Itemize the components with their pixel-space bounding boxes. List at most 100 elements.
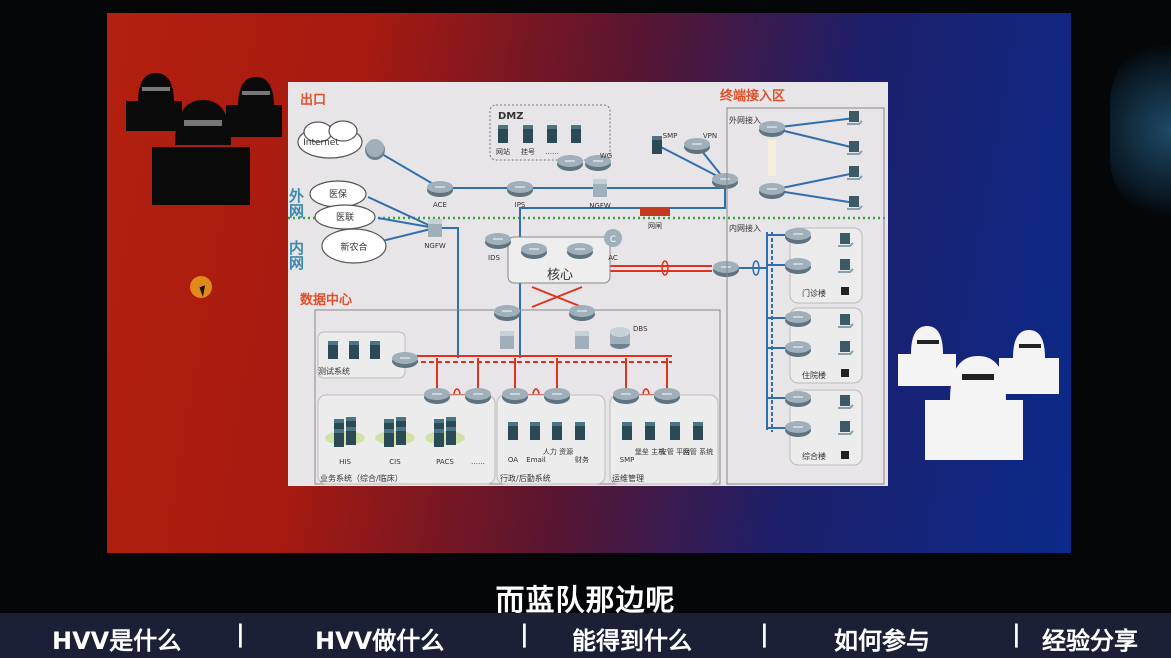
server-icon xyxy=(523,125,533,143)
building-label: 综合楼 xyxy=(802,451,826,461)
hacker-icon xyxy=(898,326,956,386)
ngfw-label: NGFW xyxy=(589,202,611,210)
chapter-what-you-gain[interactable]: 能得到什么 xyxy=(572,627,692,655)
access-switch-icon xyxy=(784,310,812,328)
access-switch-icon xyxy=(758,120,786,138)
network-diagram: 出口 终端接入区 数据中心 外网 内网 Internet 医保 医联 新农合 D… xyxy=(288,82,888,486)
admin-item: 人力 资源 xyxy=(543,447,573,456)
cloud-icon xyxy=(321,228,387,264)
blue-links xyxy=(367,117,856,432)
red-team-hackers-icon xyxy=(126,73,282,205)
distribution-switch-icon xyxy=(493,304,521,322)
hacker-icon xyxy=(999,330,1059,394)
access-switch-icon xyxy=(758,182,786,200)
server-icon xyxy=(571,125,581,143)
dmz-item: 挂号 xyxy=(521,147,535,156)
gatekeeper-label: 网闸 xyxy=(648,222,662,230)
access-switch-icon xyxy=(784,257,812,275)
server-icon xyxy=(670,422,680,440)
cloud-icon xyxy=(314,204,376,230)
outer-net-label: 外网 xyxy=(288,187,305,219)
dbs-icon xyxy=(610,327,630,349)
firewall-icon xyxy=(575,331,589,349)
access-switch-icon xyxy=(501,387,529,405)
dmz-item: 网站 xyxy=(496,147,510,156)
ids-label: IDS xyxy=(488,254,500,262)
server-icon xyxy=(328,341,338,359)
ngfw-firewall-icon xyxy=(593,179,607,197)
server-icon xyxy=(552,422,562,440)
mouse-cursor-highlight xyxy=(190,276,212,298)
ops-item: 堡垒 主机 xyxy=(635,447,665,456)
ids-icon xyxy=(484,232,512,250)
server-icon xyxy=(547,125,557,143)
separator: | xyxy=(1012,620,1021,648)
core-switch-icon xyxy=(566,242,594,260)
chapter-what-hvv-does[interactable]: HVV做什么 xyxy=(315,627,445,655)
pc-icon xyxy=(846,140,863,155)
internet-cloud-icon xyxy=(297,120,363,159)
chapter-what-is-hvv[interactable]: HVV是什么 xyxy=(52,627,182,655)
ips-icon xyxy=(506,180,534,198)
chapter-experience-sharing[interactable]: 经验分享 xyxy=(1042,627,1138,655)
server-icon xyxy=(349,341,359,359)
access-switch-icon xyxy=(784,390,812,408)
firewall-icon xyxy=(500,331,514,349)
chapter-nav-bar: HVV是什么 | HVV做什么 | 能得到什么 | 如何参与 | 经验分享 xyxy=(0,613,1171,658)
ac-label: AC xyxy=(608,254,618,262)
pc-icon xyxy=(846,165,863,180)
server-icon xyxy=(370,341,380,359)
admin-item: Email xyxy=(526,456,545,464)
admin-item: OA xyxy=(508,456,518,464)
internet-label: Internet xyxy=(303,138,339,148)
server-cluster-icon xyxy=(375,417,415,447)
access-switch-icon xyxy=(784,420,812,438)
inner-net-label: 内网 xyxy=(288,239,305,271)
business-title: 业务系统（综合/临床） xyxy=(320,473,403,483)
blue-team-hackers-icon xyxy=(898,326,1059,460)
aggregation-switch-icon xyxy=(712,260,740,278)
switch-icon xyxy=(391,351,419,369)
business-item: PACS xyxy=(436,458,454,466)
access-switch-icon xyxy=(653,387,681,405)
link-label-box xyxy=(768,140,776,176)
access-switch-icon xyxy=(543,387,571,405)
ips-label: IPS xyxy=(515,201,526,209)
red-links xyxy=(405,265,712,396)
server-icon xyxy=(508,422,518,440)
access-switch-icon xyxy=(784,340,812,358)
ace-switch-icon xyxy=(426,180,454,198)
ngfw-inner-icon xyxy=(428,219,442,237)
ac-icon: C xyxy=(604,229,622,247)
pc-icon xyxy=(846,110,863,125)
exit-label: 出口 xyxy=(300,92,326,108)
admin-title: 行政/后勤系统 xyxy=(500,473,551,483)
vpn-icon xyxy=(683,137,711,155)
separator: | xyxy=(236,620,245,648)
gatekeeper-icon xyxy=(640,208,670,216)
phone-icon xyxy=(841,369,849,377)
cloud-label: 医联 xyxy=(336,212,354,223)
dmz-item: …… xyxy=(545,148,559,156)
smp-label: SMP xyxy=(663,132,678,140)
terminal-zone-label: 终端接入区 xyxy=(720,88,785,104)
access-switch-icon xyxy=(784,227,812,245)
access-switch-icon xyxy=(464,387,492,405)
outer-access-label: 外网接入 xyxy=(729,115,761,125)
dmz-title: DMZ xyxy=(498,111,524,122)
cloud-label: 新农合 xyxy=(340,241,367,253)
chapter-how-to-join[interactable]: 如何参与 xyxy=(834,627,930,655)
server-icon xyxy=(645,422,655,440)
access-switch-icon xyxy=(612,387,640,405)
business-item: CIS xyxy=(389,458,401,466)
server-icon xyxy=(530,422,540,440)
distribution-switch-icon xyxy=(568,304,596,322)
datacenter-label: 数据中心 xyxy=(300,292,352,308)
background-glow xyxy=(1110,40,1171,220)
inner-access-label: 内网接入 xyxy=(729,223,761,233)
business-item: …… xyxy=(471,458,485,466)
server-cluster-icon xyxy=(425,417,465,447)
ops-item: SMP xyxy=(620,456,635,464)
building-label: 住院楼 xyxy=(802,370,826,380)
server-icon xyxy=(622,422,632,440)
